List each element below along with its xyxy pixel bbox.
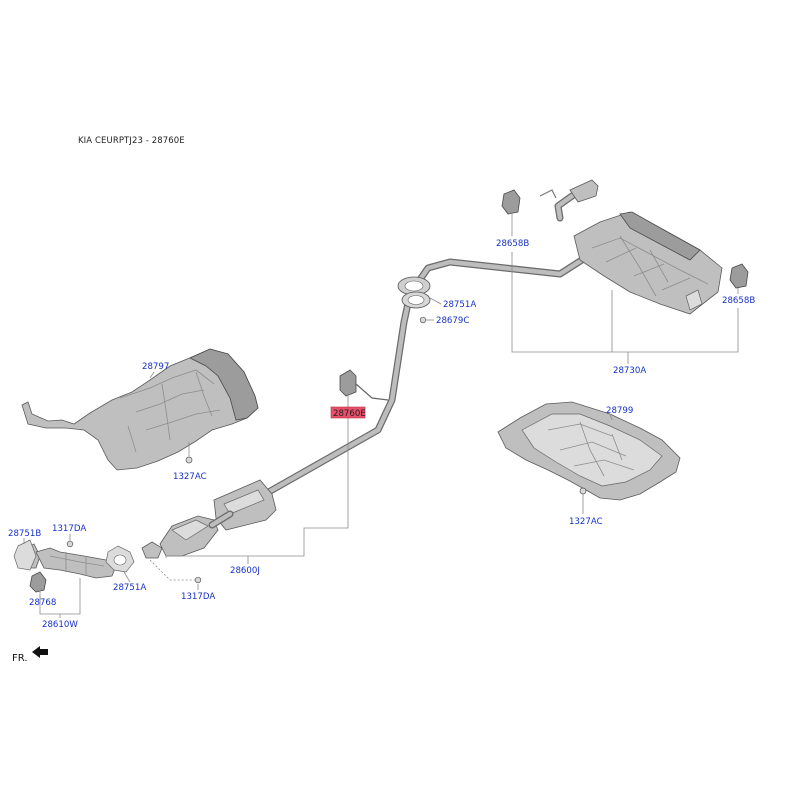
hanger-28658b-right bbox=[729, 263, 749, 294]
label-28751a-bottom[interactable]: 28751A bbox=[113, 583, 146, 593]
label-28600j[interactable]: 28600J bbox=[230, 566, 260, 576]
front-arrow-icon bbox=[32, 646, 48, 658]
label-1317da-bottom[interactable]: 1317DA bbox=[181, 592, 215, 602]
label-28658b-right[interactable]: 28658B bbox=[722, 296, 755, 306]
label-28768[interactable]: 28768 bbox=[29, 598, 56, 608]
rear-muffler bbox=[539, 179, 723, 315]
label-28751a-top[interactable]: 28751A bbox=[443, 300, 476, 310]
label-28730a[interactable]: 28730A bbox=[613, 366, 646, 376]
hanger-28760e[interactable] bbox=[339, 369, 389, 408]
bolt-1327ac-left bbox=[185, 442, 193, 464]
gasket-28751a-bottom bbox=[105, 545, 135, 583]
nut-1317da-bottom bbox=[149, 559, 202, 590]
label-28760e[interactable]: 28760E bbox=[333, 409, 366, 419]
label-28797[interactable]: 28797 bbox=[142, 362, 169, 372]
catalytic-converter bbox=[159, 510, 234, 557]
center-pipe-assembly bbox=[141, 254, 589, 559]
label-1317da-top[interactable]: 1317DA bbox=[52, 524, 86, 534]
label-1327ac-left[interactable]: 1327AC bbox=[173, 472, 207, 482]
hanger-28658b-top bbox=[501, 189, 521, 236]
nut-1317da-top bbox=[66, 534, 74, 548]
front-direction-indicator: FR. bbox=[12, 646, 48, 664]
label-28799[interactable]: 28799 bbox=[606, 406, 633, 416]
center-muffler bbox=[213, 479, 277, 531]
gasket-28751b bbox=[13, 538, 37, 571]
gasket-28751a-top bbox=[397, 276, 442, 309]
nut-28679c bbox=[419, 316, 434, 324]
label-28610w[interactable]: 28610W bbox=[42, 620, 78, 630]
front-direction-label: FR. bbox=[12, 653, 28, 664]
label-28751b[interactable]: 28751B bbox=[8, 529, 41, 539]
label-1327ac-right[interactable]: 1327AC bbox=[569, 517, 603, 527]
highlight-28760e bbox=[330, 406, 366, 419]
heat-shield-front bbox=[21, 348, 259, 471]
bolt-1327ac-right bbox=[579, 487, 587, 514]
diagram-title: KIA CEURPTJ23 - 28760E bbox=[78, 136, 185, 146]
label-28679c[interactable]: 28679C bbox=[436, 316, 469, 326]
under-cover bbox=[497, 401, 681, 501]
label-28658b-top[interactable]: 28658B bbox=[496, 239, 529, 249]
